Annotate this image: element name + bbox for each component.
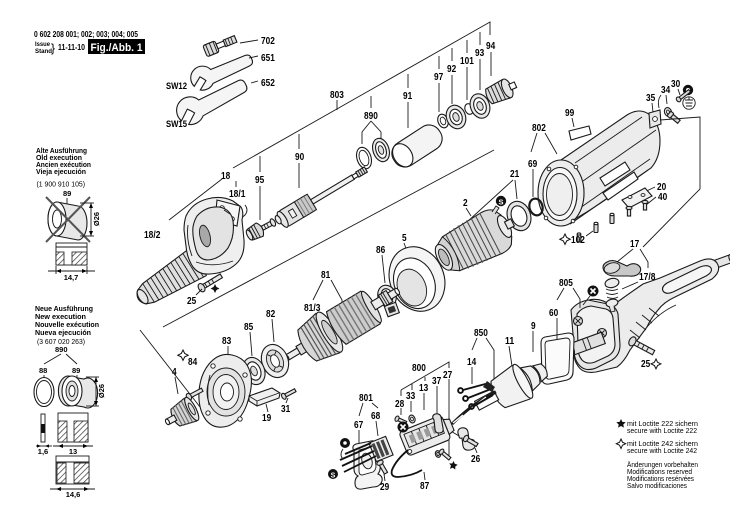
svg-text:92: 92 [447,64,456,75]
svg-text:40: 40 [658,192,667,203]
svg-text:S: S [331,473,336,480]
svg-text:14: 14 [467,357,476,368]
svg-text:802: 802 [532,123,546,134]
svg-text:Ancien exécution: Ancien exécution [36,162,91,169]
svg-text:Änderungen vorbehalten: Änderungen vorbehalten [627,460,698,469]
svg-text:102: 102 [571,235,585,246]
svg-text:890: 890 [364,111,378,122]
svg-text:Modifications resérvées: Modifications resérvées [627,474,694,483]
svg-text:}: } [51,41,55,55]
svg-text:20: 20 [657,182,666,193]
svg-text:17/8: 17/8 [639,272,656,283]
svg-text:702: 702 [261,36,275,47]
svg-text:68: 68 [371,411,380,422]
svg-text:35: 35 [646,93,655,104]
svg-text:Stand: Stand [35,48,52,55]
svg-text:81: 81 [321,270,330,281]
svg-text:2: 2 [463,198,468,209]
svg-text:4: 4 [172,367,177,378]
svg-text:Old execution: Old execution [36,155,82,162]
svg-text:86: 86 [376,245,385,256]
svg-text:SW15: SW15 [166,119,188,130]
svg-text:800: 800 [412,363,426,374]
svg-text:5: 5 [402,233,407,244]
svg-text:28: 28 [395,399,404,410]
svg-text:Ø26: Ø26 [97,384,106,398]
svg-text:85: 85 [244,322,253,333]
svg-text:89: 89 [63,189,71,198]
svg-text:14,7: 14,7 [64,273,79,282]
svg-text:(3 607 020 263): (3 607 020 263) [37,339,85,346]
svg-text:801: 801 [359,393,373,404]
svg-text:93: 93 [475,48,484,59]
svg-text:11: 11 [505,336,514,347]
svg-text:18: 18 [221,171,230,182]
svg-text:37: 37 [432,376,441,387]
svg-text:13: 13 [419,383,428,394]
svg-text:850: 850 [474,328,488,339]
svg-text:90: 90 [295,152,304,163]
svg-text:9: 9 [531,321,536,332]
svg-text:14,6: 14,6 [66,490,81,499]
svg-text:94: 94 [486,41,495,52]
svg-text:Salvo modificaciones: Salvo modificaciones [627,481,687,490]
svg-text:91: 91 [403,91,412,102]
svg-text:New execution: New execution [35,314,86,321]
svg-text:mit Loctite 242 sichern: mit Loctite 242 sichern [627,439,698,448]
svg-text:89: 89 [72,366,80,375]
svg-text:652: 652 [261,78,275,89]
svg-text:17: 17 [630,239,639,250]
svg-text:Nueva ejecución: Nueva ejecución [35,330,91,337]
svg-text:890: 890 [55,345,68,354]
svg-text:secure with Loctite 242: secure with Loctite 242 [627,446,697,455]
svg-text:Alte Ausführung: Alte Ausführung [36,148,87,155]
svg-text:81/3: 81/3 [304,303,321,314]
svg-text:Ø26: Ø26 [92,212,101,226]
svg-text:88: 88 [39,366,47,375]
svg-text:secure with Loctite 222: secure with Loctite 222 [627,426,697,435]
svg-text:21: 21 [510,169,519,180]
svg-text:25: 25 [641,359,650,370]
svg-text:60: 60 [549,308,558,319]
svg-text:26: 26 [471,454,480,465]
svg-text:Modifications reserved: Modifications reserved [627,467,692,476]
svg-text:95: 95 [255,175,264,186]
svg-text:Fig./Abb. 1: Fig./Abb. 1 [91,42,143,54]
svg-text:S: S [498,198,503,207]
svg-text:29: 29 [380,482,389,493]
svg-text:69: 69 [528,159,537,170]
svg-text:0 602 208 001; 002; 003; 004;: 0 602 208 001; 002; 003; 004; 005 [34,29,138,39]
svg-text:805: 805 [559,278,573,289]
svg-text:Neue Ausführung: Neue Ausführung [35,306,93,313]
svg-text:SW12: SW12 [166,81,187,92]
svg-text:82: 82 [266,309,275,320]
svg-text:33: 33 [406,391,415,402]
svg-text:651: 651 [261,53,275,64]
svg-text:(1 900 910 105): (1 900 910 105) [37,182,86,189]
svg-text:101: 101 [460,56,474,67]
svg-text:1,6: 1,6 [38,447,48,456]
svg-text:803: 803 [330,90,344,101]
svg-text:18/2: 18/2 [144,230,161,241]
svg-text:67: 67 [354,420,363,431]
svg-text:11-11-10: 11-11-10 [58,43,85,52]
svg-text:34: 34 [661,85,670,96]
svg-text:27: 27 [443,370,452,381]
svg-text:97: 97 [434,72,443,83]
svg-text:13: 13 [69,447,77,456]
svg-text:Nouvelle exécution: Nouvelle exécution [35,322,99,329]
svg-text:84: 84 [188,357,197,368]
svg-text:25: 25 [187,296,196,307]
svg-text:19: 19 [262,413,271,424]
svg-text:87: 87 [420,481,429,492]
svg-text:mit Loctite 222 sichern: mit Loctite 222 sichern [627,419,698,428]
svg-text:99: 99 [565,108,574,119]
svg-text:Issue: Issue [35,41,50,48]
svg-text:31: 31 [281,404,290,415]
svg-text:30: 30 [671,79,680,90]
svg-text:83: 83 [222,336,231,347]
svg-text:18/1: 18/1 [229,189,246,200]
svg-text:Vieja ejecución: Vieja ejecución [36,169,86,176]
